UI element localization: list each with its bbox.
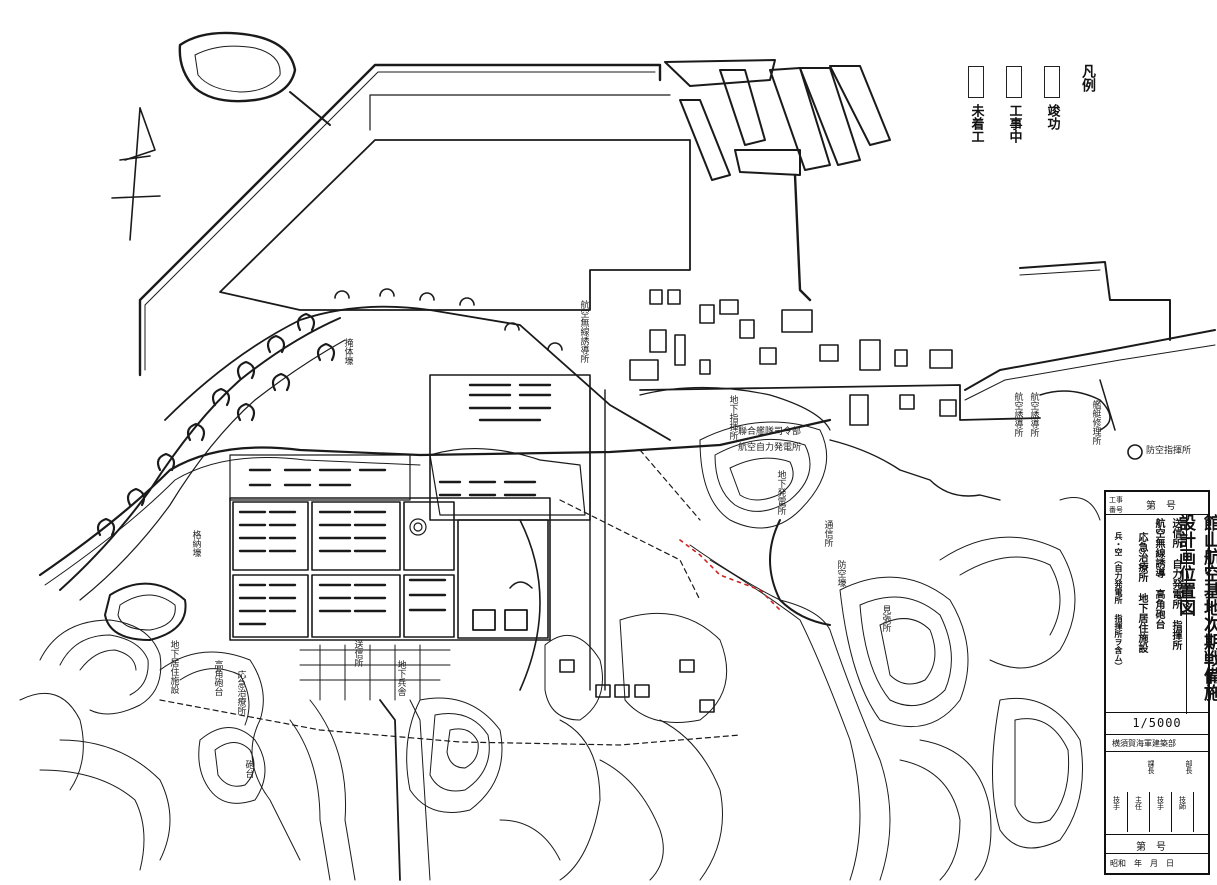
sign-col-3: 技手	[1150, 792, 1172, 832]
label-air-raid: 防空壕	[835, 560, 846, 587]
airfield-perimeter	[138, 63, 662, 377]
legend-item-not-started: 未着工	[966, 66, 986, 143]
scale-value: 1/5000	[1132, 716, 1182, 730]
hangar-blocks	[664, 59, 891, 181]
revetments	[96, 312, 336, 537]
label-south-a: 地下兵舎	[395, 660, 406, 696]
label-radio-station: 航空無線誘導所	[578, 300, 589, 363]
main-title: 館山航空基地次期戦備施設計画位置図	[1175, 514, 1217, 714]
coast-east	[829, 439, 1001, 501]
island-outline	[178, 31, 297, 103]
label-hill-post: 見張所	[880, 605, 891, 632]
title-block-header: 工事番号 第 号	[1106, 492, 1208, 515]
revetment-road	[59, 317, 341, 591]
revetment-bumps	[334, 288, 563, 351]
sub-line-4: 兵・空（自力発電所 指揮所ヲ含ム）	[1114, 532, 1124, 670]
main-road	[38, 418, 832, 577]
sign-col-2: 主任	[1128, 792, 1150, 832]
label-radio-2: 通信所	[822, 520, 833, 547]
legend-item-completed: 竣功	[1042, 66, 1062, 130]
legend-label-not-started: 未着工	[968, 104, 984, 143]
label-transmit-a: 送信所	[352, 640, 363, 667]
sign-chief: 部長	[1185, 760, 1193, 774]
number-label: 第 号	[1146, 501, 1176, 512]
scale-divider	[1106, 712, 1208, 713]
sub-line-2: 航空無線誘導 高角砲台	[1153, 518, 1164, 629]
label-south-b: 砲台	[243, 760, 254, 778]
label-right-b: 艦艇修理所	[1090, 400, 1101, 445]
office-name: 横須賀海軍建築部	[1112, 739, 1176, 748]
label-right-unit: 航空誘導所	[1028, 392, 1039, 437]
sign-col-4: 技師	[1172, 792, 1194, 832]
legend-box-in-progress	[1006, 66, 1022, 98]
label-medical: 応急治療所	[235, 670, 246, 715]
label-living-ug: 地下居住施設	[168, 640, 179, 694]
label-dugout-a: 格納壕	[190, 530, 201, 557]
contours-left	[19, 619, 356, 881]
label-radio-far: 防空指揮所	[1146, 446, 1192, 456]
office-row: 横須賀海軍建築部	[1106, 734, 1208, 752]
label-aa-gun: 高角砲台	[212, 660, 223, 696]
label-navigation-unit: 航空誘導所	[1012, 392, 1023, 437]
legend-box-not-started	[968, 66, 984, 98]
contours-right	[689, 421, 1101, 881]
legend-box-completed	[1044, 66, 1060, 98]
label-dugout-b: 掩体壕	[342, 338, 353, 365]
oval-revetment	[104, 582, 187, 641]
label-hq-tunnel: 地下指揮所	[727, 395, 738, 440]
drawing-number: 第 号	[1136, 842, 1166, 853]
legend-label-in-progress: 工事中	[1006, 104, 1022, 143]
taxiway	[589, 389, 606, 691]
legend-title: 凡例	[1080, 64, 1096, 92]
drawing-date: 昭和 年 月 日	[1110, 859, 1174, 868]
drawing-number-row: 第 号	[1106, 834, 1208, 854]
sign-section: 課長	[1147, 760, 1155, 774]
north-arrow-icon	[111, 107, 161, 241]
contours-center	[406, 612, 728, 881]
sub-line-3: 応急治療所 地下居住施設	[1136, 532, 1147, 653]
label-generator: 航空自力発電所	[738, 443, 802, 453]
title-block: 工事番号 第 号 館山航空基地次期戦備施設計画位置図 送信所 自力発電所 指揮所…	[1104, 490, 1217, 875]
legend-item-in-progress: 工事中	[1004, 66, 1024, 143]
label-hq: 聯合艦隊司令部	[738, 427, 802, 437]
sub-line-1: 送信所 自力発電所 指揮所	[1170, 518, 1181, 650]
work-number-label: 工事番号	[1109, 496, 1123, 514]
label-power-b: 地下発電所	[775, 470, 786, 515]
runway-outline	[219, 139, 691, 311]
legend-label-completed: 竣功	[1044, 104, 1060, 130]
sign-col-1: 技手	[1106, 792, 1128, 832]
